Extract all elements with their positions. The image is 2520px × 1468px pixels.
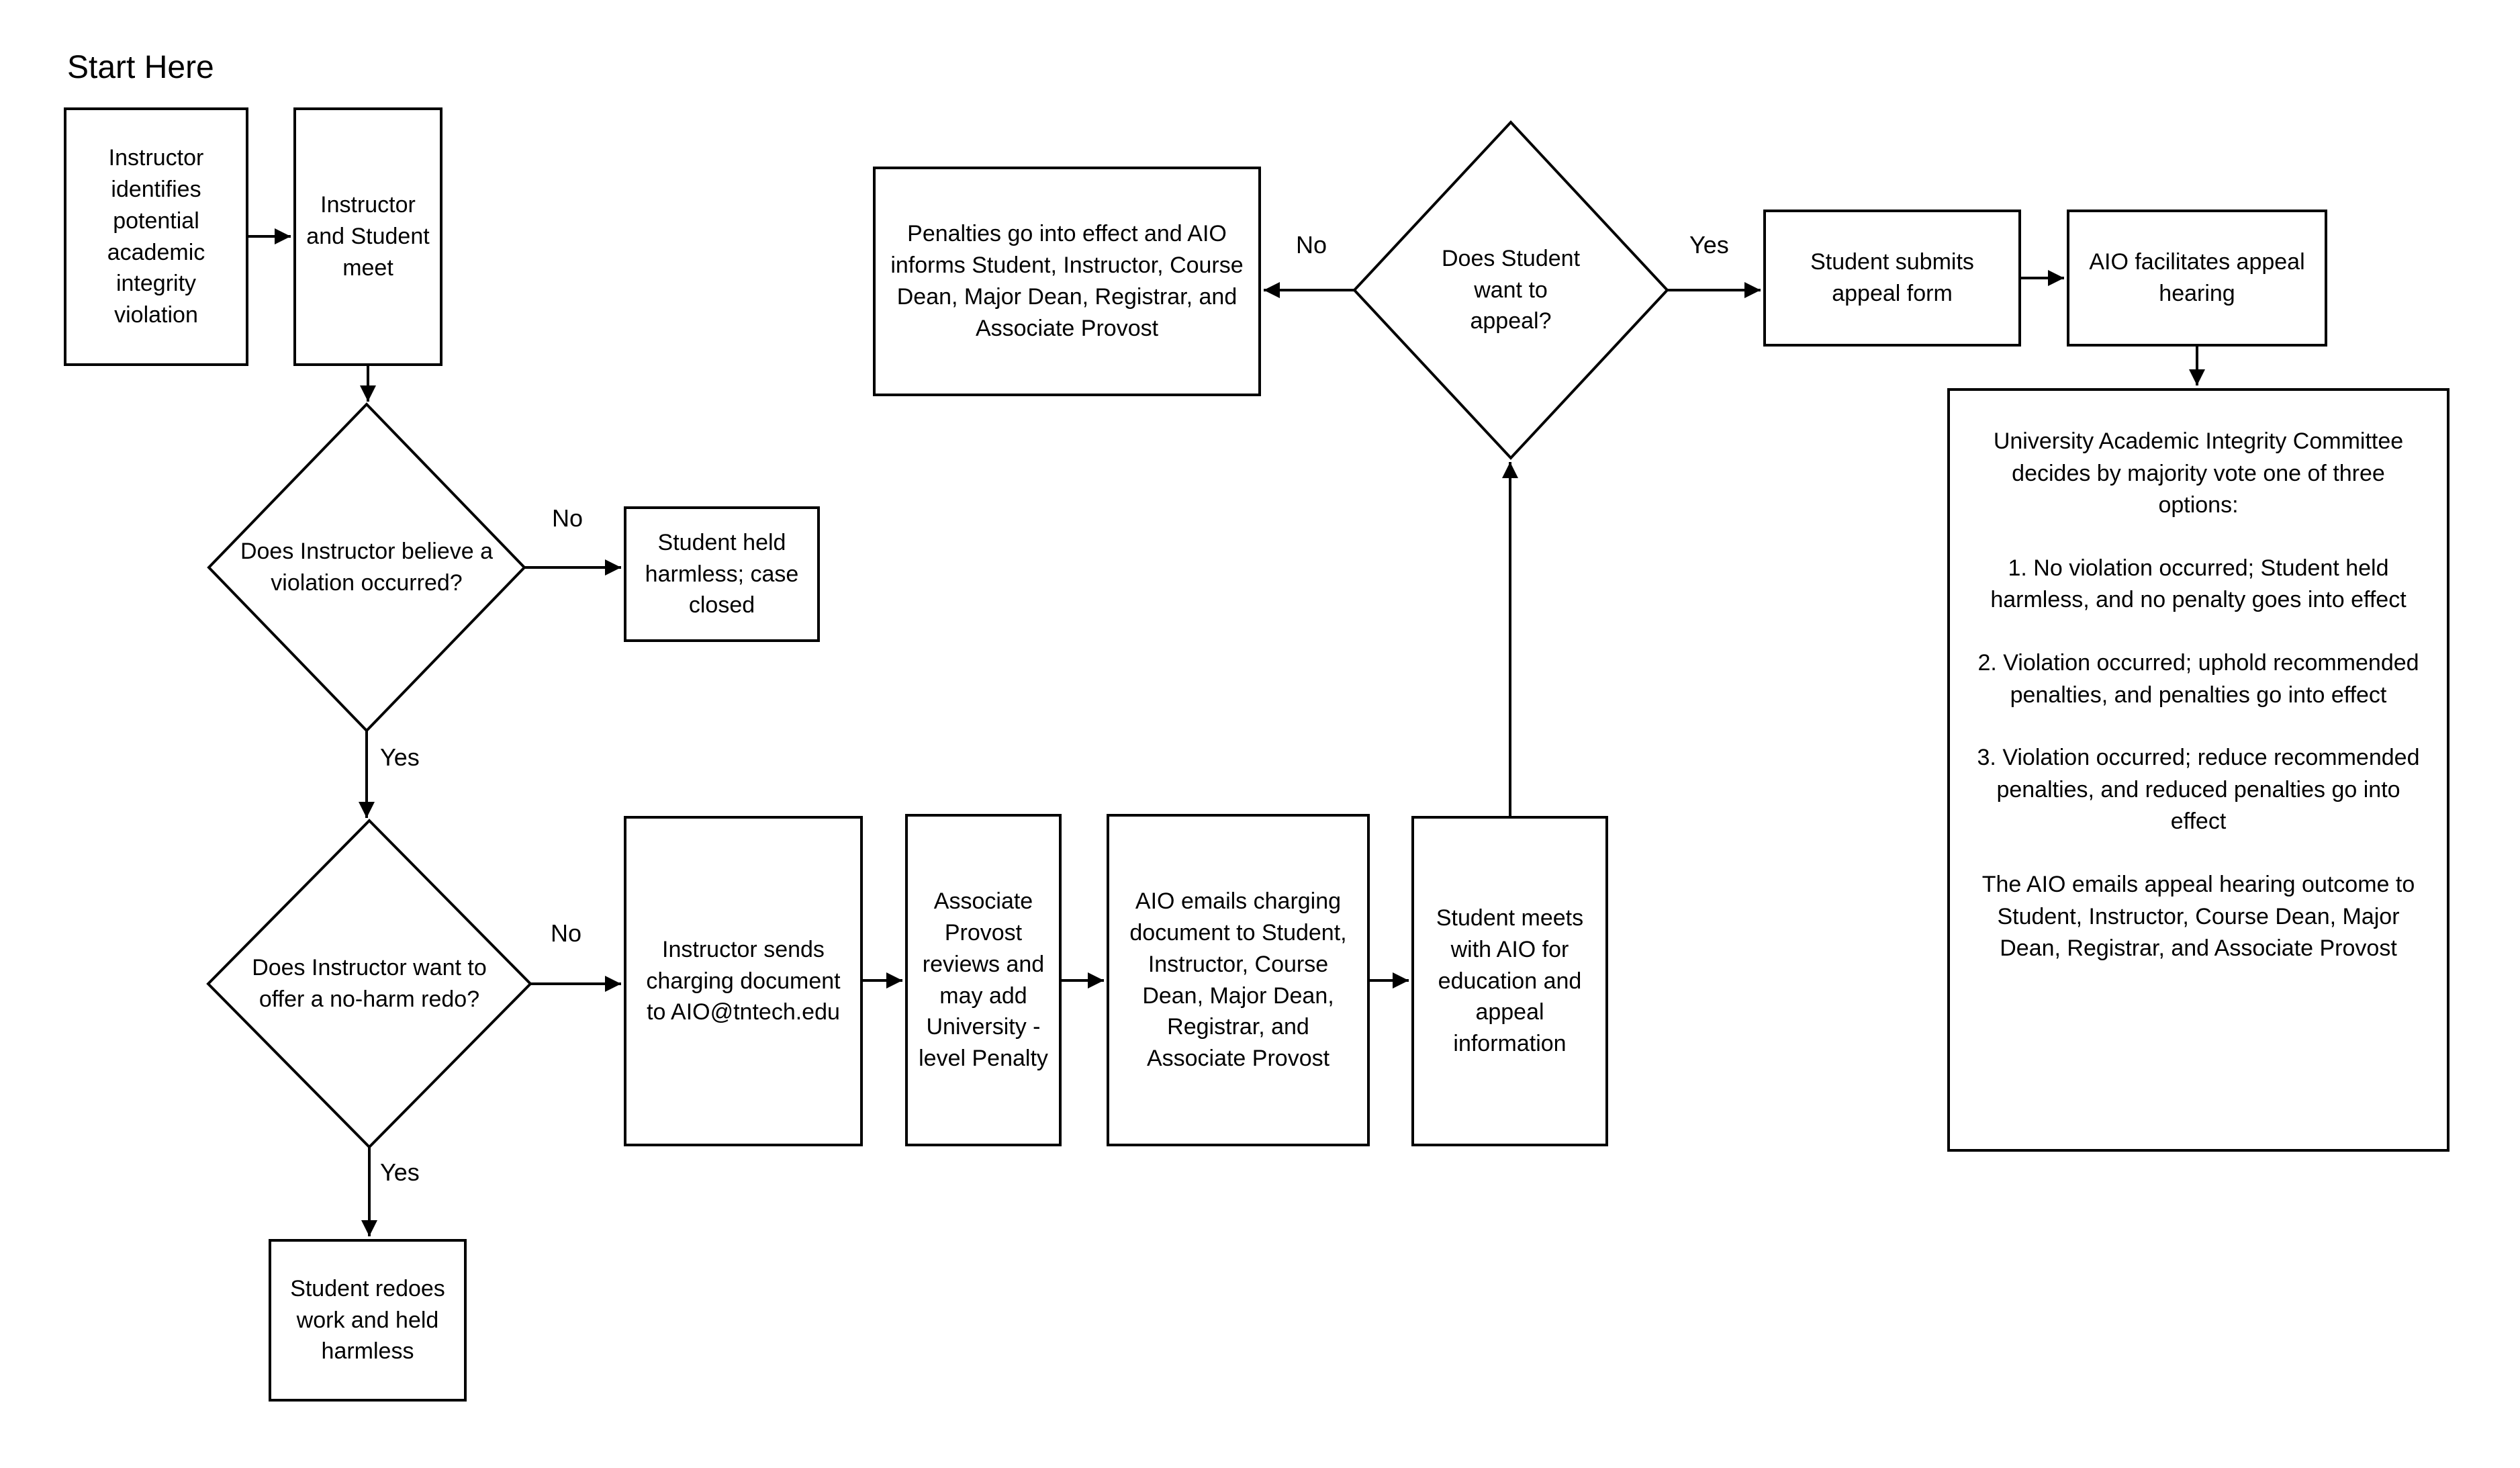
edge-label-appeal-no: No: [1296, 231, 1327, 259]
node-student-submits-appeal: Student submits appeal form: [1763, 210, 2021, 347]
decision-student-appeal-label: Does Student want to appeal?: [1441, 245, 1581, 334]
edge-label-appeal-yes: Yes: [1689, 231, 1729, 259]
start-here-label: Start Here: [67, 50, 214, 85]
committee-outro-text: The AIO emails appeal hearing outcome to…: [1981, 871, 2415, 962]
node-associate-provost-reviews: Associate Provost reviews and may add Un…: [905, 814, 1062, 1146]
committee-intro-text: University Academic Integrity Committee …: [1993, 428, 2404, 518]
node-identify-violation: Instructor identifies potential academic…: [64, 107, 248, 366]
node-instructor-student-meet: Instructor and Student meet: [293, 107, 442, 366]
decision-student-appeal-diamond: [1352, 120, 1669, 460]
node-aio-emails-charging: AIO emails charging document to Student,…: [1107, 814, 1370, 1146]
node-student-meets-aio: Student meets with AIO for education and…: [1411, 816, 1608, 1146]
node-committee-decision: University Academic Integrity Committee …: [1947, 388, 2449, 1152]
node-student-redoes-work: Student redoes work and held harmless: [269, 1239, 467, 1402]
committee-option1-text: 1. No violation occurred; Student held h…: [1990, 555, 2407, 613]
node-aio-facilitates-hearing: AIO facilitates appeal hearing: [2067, 210, 2327, 347]
decision-believe-violation-label: Does Instructor believe a violation occu…: [240, 539, 494, 596]
node-instructor-sends-charging: Instructor sends charging document to AI…: [624, 816, 863, 1146]
edge-label-believe-no: No: [552, 504, 584, 532]
committee-option3-text: 3. Violation occurred; reduce recommende…: [1977, 745, 2420, 835]
node-student-held-harmless: Student held harmless; case closed: [624, 506, 820, 642]
committee-option2-text: 2. Violation occurred; uphold recommende…: [1977, 649, 2419, 708]
edge-label-believe-yes: Yes: [380, 743, 420, 771]
edge-label-redo-no: No: [551, 919, 582, 947]
decision-no-harm-redo-label: Does Instructor want to offer a no-harm …: [252, 955, 487, 1012]
node-penalties-into-effect: Penalties go into effect and AIO informs…: [873, 167, 1261, 396]
edge-label-redo-yes: Yes: [380, 1158, 420, 1186]
